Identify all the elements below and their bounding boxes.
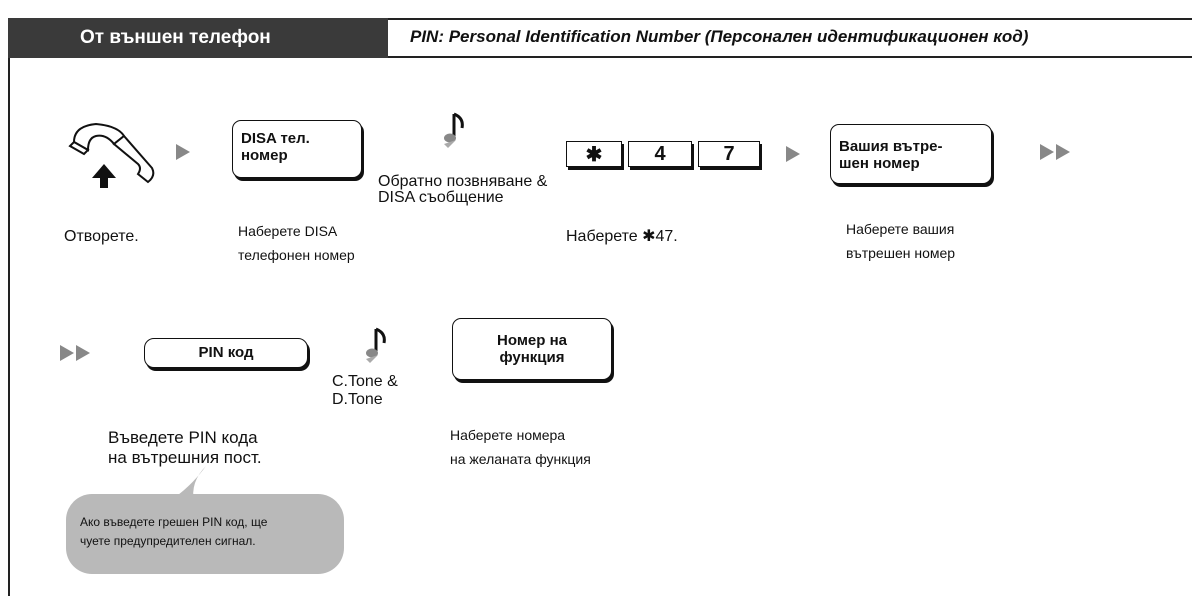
extension-number-button: Вашия вътре- шен номер [830, 124, 992, 184]
key-4: 4 [628, 141, 692, 167]
step4-label-line2: вътрешен номер [846, 245, 956, 261]
phone-off-hook-icon [68, 122, 155, 188]
music-note-icon [366, 327, 386, 363]
header-note: PIN: Personal Identification Number (Пер… [410, 27, 1029, 46]
feature-number-button: Номер на функция [452, 318, 612, 380]
callout-line2: чуете предупредителен сигнал. [80, 534, 256, 548]
step3-label: Наберете ✱47. [566, 228, 678, 245]
step6-label-line1: Наберете номера [450, 427, 566, 443]
step1-label: Отворете. [64, 228, 139, 245]
next-arrow-icon [786, 146, 800, 162]
extension-line2: шен номер [839, 155, 920, 172]
header-title: От външен телефон [8, 18, 388, 58]
header-bar [8, 18, 1192, 58]
music-note-icon [444, 112, 464, 148]
step4-label-line1: Наберете вашия [846, 221, 955, 237]
feature-line1: Номер на [497, 332, 567, 349]
continue-arrow-icon [1056, 144, 1070, 160]
tone1-line2: DISA съобщение [378, 189, 504, 206]
warning-callout: Ако въведете грешен PIN код, ще чуете пр… [66, 494, 344, 574]
callout-line1: Ако въведете грешен PIN код, ще [80, 515, 268, 529]
feature-line2: функция [499, 349, 565, 366]
next-arrow-icon [176, 144, 190, 160]
key-7: 7 [698, 141, 760, 167]
continue-arrow-icon [1040, 144, 1054, 160]
tone2-line1: C.Tone & [332, 373, 398, 390]
key-star: ✱ [566, 141, 622, 167]
pin-code-label: PIN код [198, 344, 254, 361]
step2-label-line2: телефонен номер [238, 247, 355, 263]
tone1-line1: Обратно позвняване & [378, 173, 548, 190]
frame-left-border [8, 58, 10, 596]
step5-label-line2: на вътрешния пост. [108, 448, 262, 467]
step6-label-line2: на желаната функция [450, 451, 591, 467]
step5-label-line1: Въведете PIN кода [108, 428, 258, 447]
disa-number-line1: DISA тел. [241, 130, 310, 147]
step2-label-line1: Наберете DISA [238, 223, 338, 239]
extension-line1: Вашия вътре- [839, 138, 943, 155]
continue-arrow-icon [76, 345, 90, 361]
tone2-line2: D.Tone [332, 391, 383, 408]
pin-code-button: PIN код [144, 338, 308, 368]
continue-arrow-icon [60, 345, 74, 361]
disa-number-button: DISA тел. номер [232, 120, 362, 178]
disa-number-line2: номер [241, 147, 288, 164]
